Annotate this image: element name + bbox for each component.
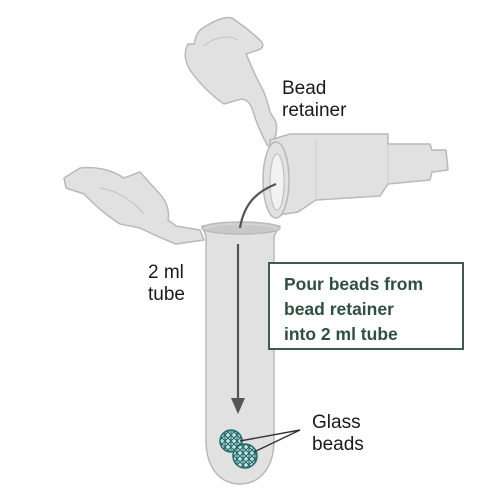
glass-beads-label-line2: beads (312, 434, 364, 455)
tube-label: 2 ml tube (148, 262, 185, 306)
bead-retainer-label: Bead retainer (282, 78, 346, 122)
bead-retainer-label-line1: Bead (282, 78, 327, 99)
glass-beads-label: Glass beads (312, 412, 364, 456)
bead-retainer-label-line2: retainer (282, 100, 347, 121)
tube-label-line1: 2 ml (148, 262, 184, 283)
retainer-cap (184, 16, 278, 147)
tube-label-line2: tube (148, 284, 185, 305)
instruction-box: Pour beads from bead retainer into 2 ml … (268, 262, 464, 350)
bead-retainer (262, 133, 449, 219)
glass-beads-leader (239, 429, 301, 453)
instruction-line: Pour beads from (284, 274, 424, 294)
instruction-line: bead retainer (284, 299, 394, 319)
glass-beads-label-line1: Glass (312, 412, 361, 433)
tube-cap (63, 166, 205, 245)
instruction-line: into 2 ml tube (284, 324, 398, 344)
pour-arrow (231, 182, 277, 414)
